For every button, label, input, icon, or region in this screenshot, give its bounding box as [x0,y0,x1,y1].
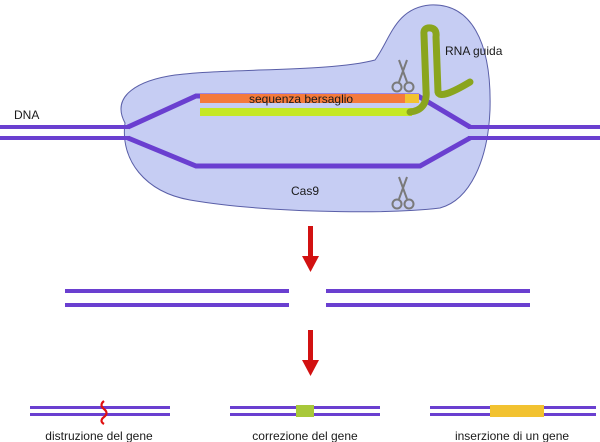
arrow-down-icon [302,226,319,272]
dna-cut-left [65,289,289,307]
scissors-icon [391,176,415,210]
dna-strand-bottom [127,135,472,169]
disruption-mark [100,400,108,425]
scissors-icon [391,59,415,93]
label-inserzione: inserzione di un gene [455,429,569,442]
label-sequenza-bersaglio: sequenza bersaglio [249,92,353,106]
label-cas9: Cas9 [291,184,319,198]
dna-right-segment [468,125,600,140]
arrow-down-icon [302,330,319,376]
dna-left-segment [0,125,130,140]
guide-rna-hairpin [406,24,474,116]
pam-block [405,94,419,103]
label-dna: DNA [14,108,39,122]
target-sequence-bar [200,94,408,103]
label-rna-guida: RNA guida [445,44,503,58]
outcome-correction [230,405,380,417]
outcome-insertion [430,405,596,417]
correction-segment [296,405,314,417]
guide-rna-pairing-bar [200,108,412,116]
outcome-disruption [30,400,170,425]
dna-cut-right [326,289,530,307]
label-correzione: correzione del gene [252,429,358,442]
label-distruzione: distruzione del gene [45,429,153,442]
insertion-segment [490,405,544,417]
